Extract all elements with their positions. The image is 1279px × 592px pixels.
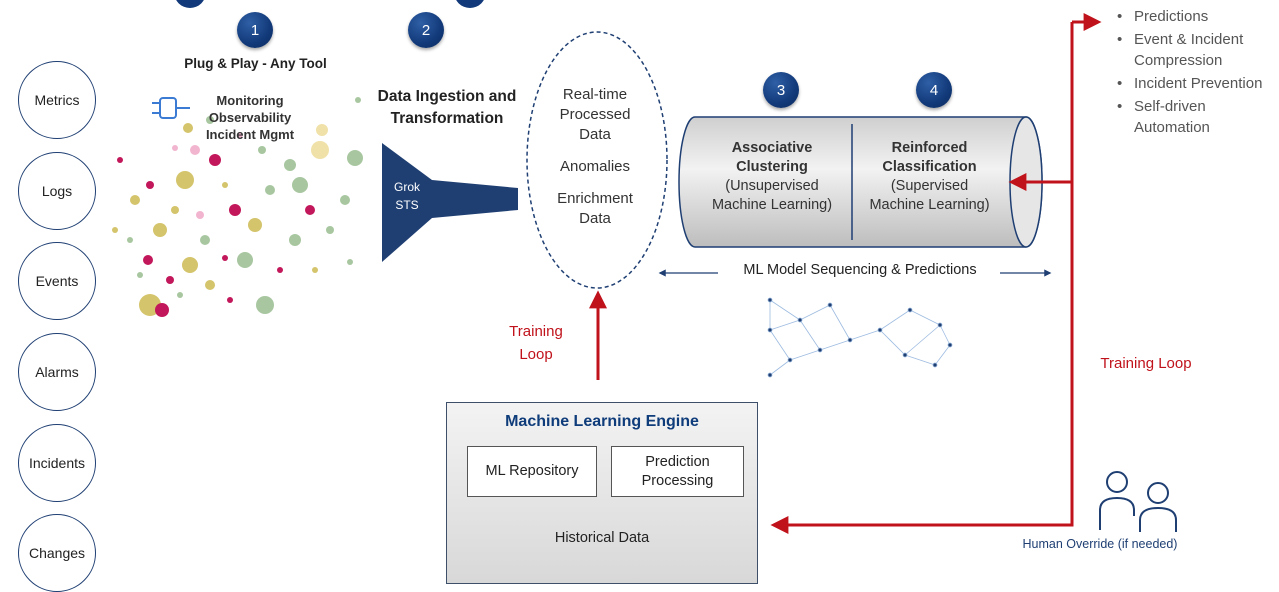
output-item: Event & Incident Compression	[1114, 29, 1279, 71]
realtime-processed-data: Real-time Processed Data	[559, 86, 631, 143]
associative-clustering-text: Associative Clustering (Unsupervised Mac…	[711, 140, 833, 213]
ml-sequencing-label: ML Model Sequencing & Predictions	[743, 262, 977, 278]
step-4-badge: 4	[916, 72, 952, 108]
ingestion-funnel	[382, 143, 518, 262]
tool-categories: Monitoring Observability Incident Mgmt	[180, 92, 320, 143]
tool-incident-mgmt: Incident Mgmt	[205, 127, 295, 142]
reinforced-classification-text: Reinforced Classification (Supervised Ma…	[869, 140, 990, 213]
partial-badge	[176, 0, 204, 8]
prediction-processing-box: Prediction Processing	[611, 446, 744, 497]
human-override-label: Human Override (if needed)	[1022, 537, 1178, 551]
training-loop-path-right	[770, 13, 1102, 534]
source-metrics: Metrics	[18, 61, 96, 139]
plug-and-play-title: Plug & Play - Any Tool	[184, 56, 327, 71]
source-logs: Logs	[18, 152, 96, 230]
step-3-badge: 3	[763, 72, 799, 108]
outputs-list: Predictions Event & Incident Compression…	[1114, 6, 1279, 140]
source-alarms: Alarms	[18, 333, 96, 411]
output-item: Predictions	[1114, 6, 1279, 27]
step-2-badge: 2	[408, 12, 444, 48]
source-changes: Changes	[18, 514, 96, 592]
processed-data-ellipse	[526, 31, 668, 289]
training-loop-label-right: Training Loop	[1100, 355, 1192, 372]
anomalies-label: Anomalies	[559, 158, 631, 175]
source-incidents: Incidents	[18, 424, 96, 502]
enrichment-data: Enrichment Data	[557, 190, 633, 227]
historical-data-label: Historical Data	[554, 530, 650, 546]
funnel-label: Grok STS	[393, 180, 420, 212]
partial-badge	[456, 0, 484, 8]
plug-icon	[152, 97, 190, 119]
step-1-badge: 1	[237, 12, 273, 48]
neural-network-icon	[767, 297, 953, 378]
tool-monitoring: Monitoring	[216, 93, 284, 108]
data-dots-cluster	[112, 97, 363, 317]
ml-engine-title: Machine Learning Engine	[505, 413, 699, 430]
processed-data-text: Real-time Processed Data Anomalies Enric…	[535, 85, 655, 241]
training-loop-label-left: Training Loop	[509, 323, 563, 363]
ml-engine-panel: ML Repository Prediction Processing	[446, 402, 758, 584]
ml-repository-box: ML Repository	[467, 446, 597, 497]
output-item: Self-driven Automation	[1114, 96, 1279, 138]
human-override-icon	[1099, 471, 1177, 532]
output-item: Incident Prevention	[1114, 73, 1279, 94]
tool-observability: Observability	[208, 110, 292, 125]
data-ingestion-title: Data Ingestion and Transformation	[377, 88, 517, 127]
source-events: Events	[18, 242, 96, 320]
